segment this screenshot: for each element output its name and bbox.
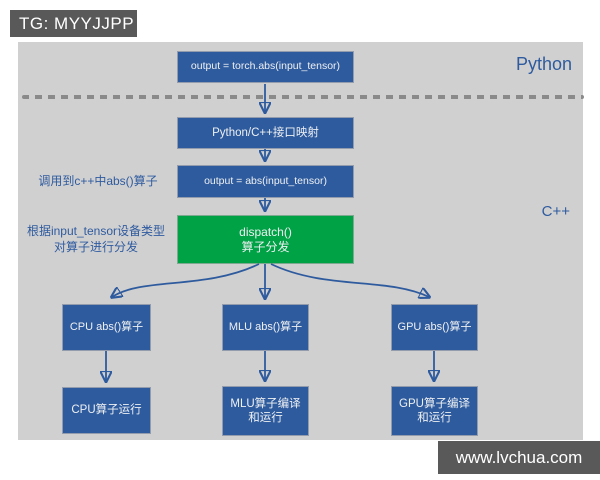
node-dispatch: dispatch() 算子分发 xyxy=(178,216,353,263)
watermark-badge: www.lvchua.com xyxy=(438,441,600,474)
tg-badge-text: TG: MYYJJPP xyxy=(19,13,135,33)
node-cpu-abs-op: CPU abs()算子 xyxy=(63,305,150,350)
node-cpp-abs-label: output = abs(input_tensor) xyxy=(204,174,327,187)
node-interface-map: Python/C++接口映射 xyxy=(178,118,353,148)
node-cpp-abs: output = abs(input_tensor) xyxy=(178,166,353,197)
dispatch-annotation-line2: 对算子进行分发 xyxy=(53,239,138,254)
call-abs-annotation: 调用到c++中abs()算子 xyxy=(38,174,158,188)
node-gpu-run-line2: 和运行 xyxy=(417,412,452,424)
node-interface-map-label: Python/C++接口映射 xyxy=(212,126,319,139)
tg-badge: TG: MYYJJPP xyxy=(10,10,137,37)
node-cpu-run: CPU算子运行 xyxy=(63,388,150,433)
node-cpu-run-label: CPU算子运行 xyxy=(71,404,142,417)
node-dispatch-line2: 算子分发 xyxy=(241,239,290,254)
node-gpu-abs-op: GPU abs()算子 xyxy=(392,305,477,350)
cpp-region-label: C++ xyxy=(541,203,570,220)
node-torch-abs: output = torch.abs(input_tensor) xyxy=(178,52,353,82)
node-mlu-run: MLU算子编译 和运行 xyxy=(223,387,308,435)
node-mlu-run-line1: MLU算子编译 xyxy=(230,397,301,410)
node-mlu-abs-op: MLU abs()算子 xyxy=(223,305,308,350)
python-region-label: Python xyxy=(515,54,572,74)
node-dispatch-line1: dispatch() xyxy=(239,224,292,239)
node-mlu-abs-op-label: MLU abs()算子 xyxy=(228,320,303,333)
dispatch-annotation: 根据input_tensor设备类型 对算子进行分发 xyxy=(20,224,172,255)
node-gpu-abs-op-label: GPU abs()算子 xyxy=(397,320,472,333)
node-torch-abs-label: output = torch.abs(input_tensor) xyxy=(190,60,341,73)
node-mlu-run-line2: 和运行 xyxy=(248,412,283,424)
node-gpu-run-line1: GPU算子编译 xyxy=(399,397,470,410)
watermark-text: www.lvchua.com xyxy=(455,447,583,467)
node-cpu-abs-op-label: CPU abs()算子 xyxy=(69,320,144,333)
dispatch-annotation-line1: 根据input_tensor设备类型 xyxy=(26,224,166,238)
python-cpp-boundary-line xyxy=(22,95,584,99)
node-gpu-run: GPU算子编译 和运行 xyxy=(392,387,477,435)
